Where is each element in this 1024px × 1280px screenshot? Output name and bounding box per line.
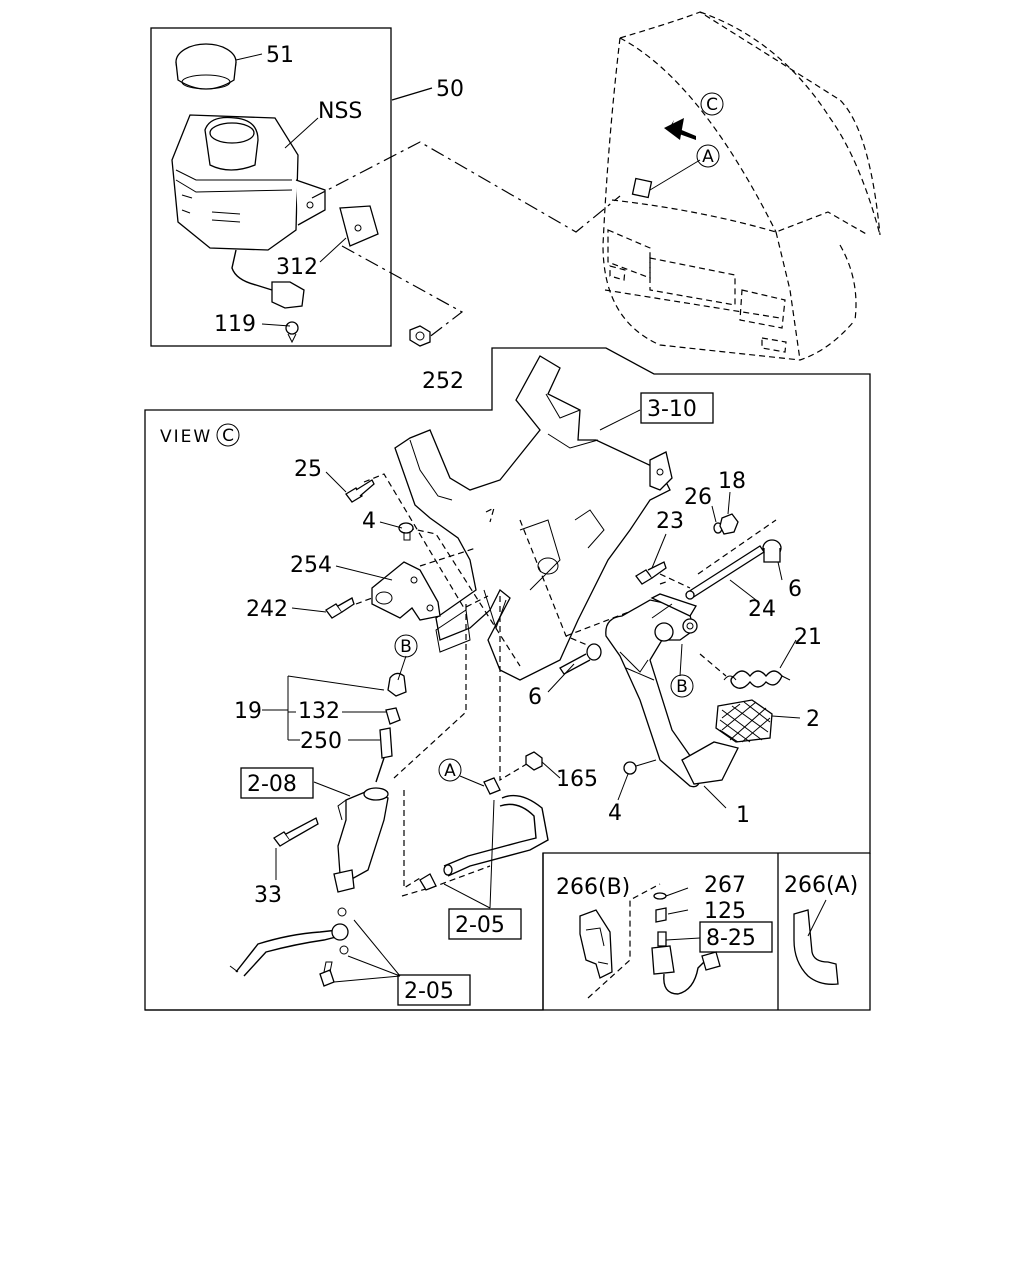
main-view-frame xyxy=(144,347,871,1011)
label-125: 125 xyxy=(704,899,746,924)
truck-cab-outline xyxy=(602,11,881,361)
circle-ref-a-view-letter: A xyxy=(444,761,456,781)
label-250: 250 xyxy=(300,729,342,754)
label-50: 50 xyxy=(436,77,464,102)
label-25: 25 xyxy=(294,457,322,482)
label-21: 21 xyxy=(794,625,822,650)
label-18: 18 xyxy=(718,469,746,494)
label-252: 252 xyxy=(422,369,464,394)
main-view-frame-lower xyxy=(145,853,871,1011)
text-labels: 51 NSS 50 312 119 252 C A VIEW C 3-10 25… xyxy=(160,43,858,1004)
label-26: 26 xyxy=(684,485,712,510)
label-51: 51 xyxy=(266,43,294,68)
ref-box-2-08 xyxy=(240,767,314,799)
ref-box-2-05-a xyxy=(448,908,522,940)
ref-box-2-05-b xyxy=(397,974,471,1006)
view-label: VIEW xyxy=(160,427,212,447)
circle-ref-b-upper xyxy=(394,634,418,658)
label-254: 254 xyxy=(290,553,332,578)
circle-ref-c-truck xyxy=(700,92,724,116)
circle-ref-c-truck-letter: C xyxy=(706,95,718,115)
label-266a: 266(A) xyxy=(784,873,858,898)
ref-box-3-10 xyxy=(640,392,714,424)
bolt-23 xyxy=(635,561,667,585)
label-4-lower: 4 xyxy=(608,801,622,826)
label-nss: NSS xyxy=(318,99,362,124)
label-23: 23 xyxy=(656,509,684,534)
label-8-25: 8-25 xyxy=(706,926,756,951)
return-spring-21 xyxy=(699,653,791,689)
label-1: 1 xyxy=(736,803,750,828)
label-242: 242 xyxy=(246,597,288,622)
reservoir-tank xyxy=(171,114,326,344)
label-132: 132 xyxy=(298,699,340,724)
label-19: 19 xyxy=(234,699,262,724)
circle-ref-c-view-letter: C xyxy=(222,426,234,446)
circle-ref-b-lower-letter: B xyxy=(676,677,688,697)
label-2-08: 2-08 xyxy=(247,772,297,797)
nut-252 xyxy=(409,325,431,347)
reservoir-inset-frame xyxy=(150,27,392,347)
label-24: 24 xyxy=(748,597,776,622)
pivot-shaft-24 xyxy=(685,545,765,600)
label-6-lower: 6 xyxy=(528,685,542,710)
switch-inset xyxy=(579,883,721,999)
circle-ref-a-view xyxy=(438,758,462,782)
label-2: 2 xyxy=(806,707,820,732)
circle-ref-a-truck xyxy=(696,144,720,168)
pedal-pad xyxy=(681,699,773,785)
clutch-pedal-arm xyxy=(605,593,701,788)
label-6-upper: 6 xyxy=(788,577,802,602)
reservoir-inset xyxy=(150,27,392,347)
label-119: 119 xyxy=(214,312,256,337)
bolt-33 xyxy=(273,817,319,847)
bolt-4-upper xyxy=(398,522,414,541)
bolt-6-lower xyxy=(559,643,602,675)
bracket-266a xyxy=(793,899,839,985)
bolt-25 xyxy=(345,479,375,503)
bolt-242 xyxy=(325,597,355,619)
bolt-4-lower xyxy=(623,759,657,775)
master-cylinder xyxy=(333,672,407,893)
label-2-05-a: 2-05 xyxy=(455,913,505,938)
pipe-clip xyxy=(419,777,549,891)
bolt-6-upper xyxy=(762,539,782,563)
label-267: 267 xyxy=(704,873,746,898)
bracket-plate xyxy=(339,205,379,247)
label-4-upper: 4 xyxy=(362,509,376,534)
leader-lines xyxy=(262,471,801,983)
circle-ref-c-view xyxy=(216,423,240,447)
clutch-hose xyxy=(229,907,349,987)
label-165: 165 xyxy=(556,767,598,792)
ref-box-8-25 xyxy=(699,921,773,953)
circle-ref-b-upper-letter: B xyxy=(400,637,412,657)
circle-ref-b-lower xyxy=(670,674,694,698)
nut-165 xyxy=(525,751,543,771)
pedal-bracket xyxy=(394,355,673,681)
circle-ref-a-truck-letter: A xyxy=(702,147,714,167)
label-3-10: 3-10 xyxy=(647,397,697,422)
mount-plate-254 xyxy=(371,561,441,621)
label-312: 312 xyxy=(276,255,318,280)
label-2-05-b: 2-05 xyxy=(404,979,454,1004)
label-33: 33 xyxy=(254,883,282,908)
reservoir-cap xyxy=(175,43,237,90)
nut-18 xyxy=(719,513,739,535)
label-266b: 266(B) xyxy=(556,875,630,900)
circle-ref-markers xyxy=(216,92,724,782)
